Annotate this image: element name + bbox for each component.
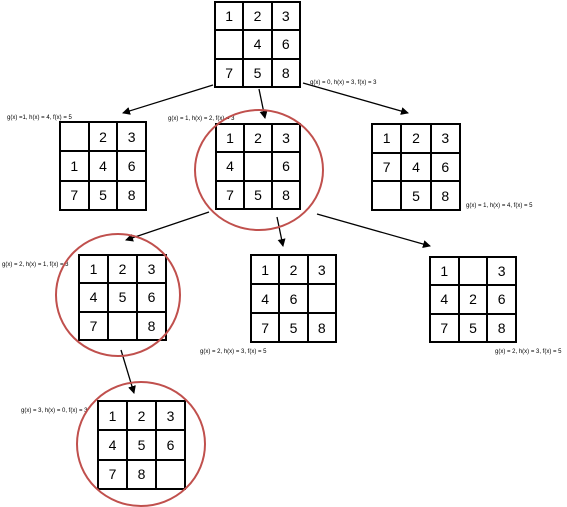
blank-tile bbox=[215, 30, 244, 59]
tile-3: 3 bbox=[137, 255, 166, 284]
tile-6: 6 bbox=[137, 283, 166, 312]
tile-2: 2 bbox=[458, 285, 488, 314]
tile-4: 4 bbox=[251, 284, 280, 313]
tile-5: 5 bbox=[244, 180, 272, 209]
tile-8: 8 bbox=[137, 311, 166, 340]
tile-1: 1 bbox=[60, 151, 89, 181]
tile-3: 3 bbox=[272, 124, 300, 153]
tile-8: 8 bbox=[307, 313, 336, 342]
tile-4: 4 bbox=[401, 152, 431, 182]
tile-6: 6 bbox=[487, 285, 516, 314]
tile-2: 2 bbox=[243, 2, 272, 31]
tile-5: 5 bbox=[279, 313, 308, 342]
tile-2: 2 bbox=[279, 255, 308, 284]
cost-label-l2-mid: g(x) = 2, h(x) = 3, f(x) = 5 bbox=[200, 349, 267, 355]
tile-7: 7 bbox=[216, 180, 244, 209]
tile-2: 2 bbox=[401, 124, 431, 153]
tile-4: 4 bbox=[216, 152, 244, 181]
blank-tile bbox=[372, 181, 402, 210]
tile-5: 5 bbox=[243, 58, 272, 87]
tile-4: 4 bbox=[79, 283, 108, 312]
tile-6: 6 bbox=[271, 30, 300, 59]
tile-3: 3 bbox=[271, 2, 300, 31]
tile-3: 3 bbox=[307, 255, 336, 284]
edge-arrow-root-to-l1-mid bbox=[258, 88, 268, 119]
tile-4: 4 bbox=[98, 430, 127, 460]
tile-6: 6 bbox=[430, 152, 460, 182]
blank-tile bbox=[108, 311, 137, 340]
blank-tile bbox=[244, 152, 272, 181]
edge-arrow-l1-mid-to-l2-mid bbox=[276, 216, 286, 247]
edge-arrow-root-to-l1-left bbox=[122, 84, 214, 115]
tile-6: 6 bbox=[279, 284, 308, 313]
tile-7: 7 bbox=[79, 311, 108, 340]
tile-6: 6 bbox=[272, 152, 300, 181]
tile-5: 5 bbox=[401, 181, 431, 210]
tile-1: 1 bbox=[216, 124, 244, 153]
tile-2: 2 bbox=[244, 124, 272, 153]
cost-label-l1-mid: g(x) = 1, h(x) = 2, f(x) = 3 bbox=[168, 116, 235, 122]
edge-arrow-l1-mid-to-l2-left bbox=[125, 211, 210, 242]
tile-5: 5 bbox=[458, 313, 488, 342]
tile-8: 8 bbox=[272, 180, 300, 209]
edge-arrow-l2-left-to-goal bbox=[120, 349, 136, 394]
tile-1: 1 bbox=[430, 257, 459, 286]
tile-1: 1 bbox=[215, 2, 244, 31]
tile-1: 1 bbox=[372, 124, 402, 153]
tile-3: 3 bbox=[487, 257, 516, 286]
blank-tile bbox=[307, 284, 336, 313]
tile-8: 8 bbox=[117, 180, 146, 210]
tile-1: 1 bbox=[251, 255, 280, 284]
tile-5: 5 bbox=[88, 180, 118, 210]
tile-1: 1 bbox=[79, 255, 108, 284]
tile-7: 7 bbox=[251, 313, 280, 342]
tile-6: 6 bbox=[117, 151, 146, 181]
cost-label-l2-left: g(x) = 2, h(x) = 1, f(x) = 3 bbox=[2, 262, 69, 268]
blank-tile bbox=[458, 257, 488, 286]
tile-4: 4 bbox=[243, 30, 272, 59]
cost-label-l2-right: g(x) = 2, h(x) = 3, f(x) = 5 bbox=[495, 349, 562, 355]
blank-tile bbox=[60, 122, 89, 152]
edge-arrow-root-to-l1-right bbox=[302, 82, 409, 115]
tile-8: 8 bbox=[430, 181, 460, 210]
tile-6: 6 bbox=[156, 430, 185, 460]
cost-label-goal: g(x) = 3, h(x) = 0, f(x) = 3 bbox=[21, 408, 88, 414]
tile-7: 7 bbox=[215, 58, 244, 87]
tile-1: 1 bbox=[98, 401, 127, 431]
tile-7: 7 bbox=[60, 180, 89, 210]
tile-4: 4 bbox=[430, 285, 459, 314]
tile-2: 2 bbox=[88, 122, 118, 152]
tile-3: 3 bbox=[156, 401, 185, 431]
cost-label-l1-left: g(x) =1, h(x) = 4, f(x) = 5 bbox=[7, 115, 72, 121]
tile-7: 7 bbox=[98, 459, 127, 489]
tile-8: 8 bbox=[127, 459, 156, 489]
tile-5: 5 bbox=[108, 283, 137, 312]
tile-3: 3 bbox=[117, 122, 146, 152]
edge-arrow-l1-mid-to-l2-right bbox=[316, 213, 431, 248]
cost-label-l1-right: g(x) = 1, h(x) = 4, f(x) = 5 bbox=[466, 203, 533, 209]
tile-5: 5 bbox=[127, 430, 156, 460]
tile-7: 7 bbox=[372, 152, 402, 182]
tile-2: 2 bbox=[108, 255, 137, 284]
tile-2: 2 bbox=[127, 401, 156, 431]
tile-3: 3 bbox=[430, 124, 460, 153]
tile-7: 7 bbox=[430, 313, 459, 342]
tile-8: 8 bbox=[487, 313, 516, 342]
cost-label-root: g(x) = 0, h(x) = 3, f(x) = 3 bbox=[310, 80, 377, 86]
tile-4: 4 bbox=[88, 151, 118, 181]
blank-tile bbox=[156, 459, 185, 489]
tile-8: 8 bbox=[271, 58, 300, 87]
